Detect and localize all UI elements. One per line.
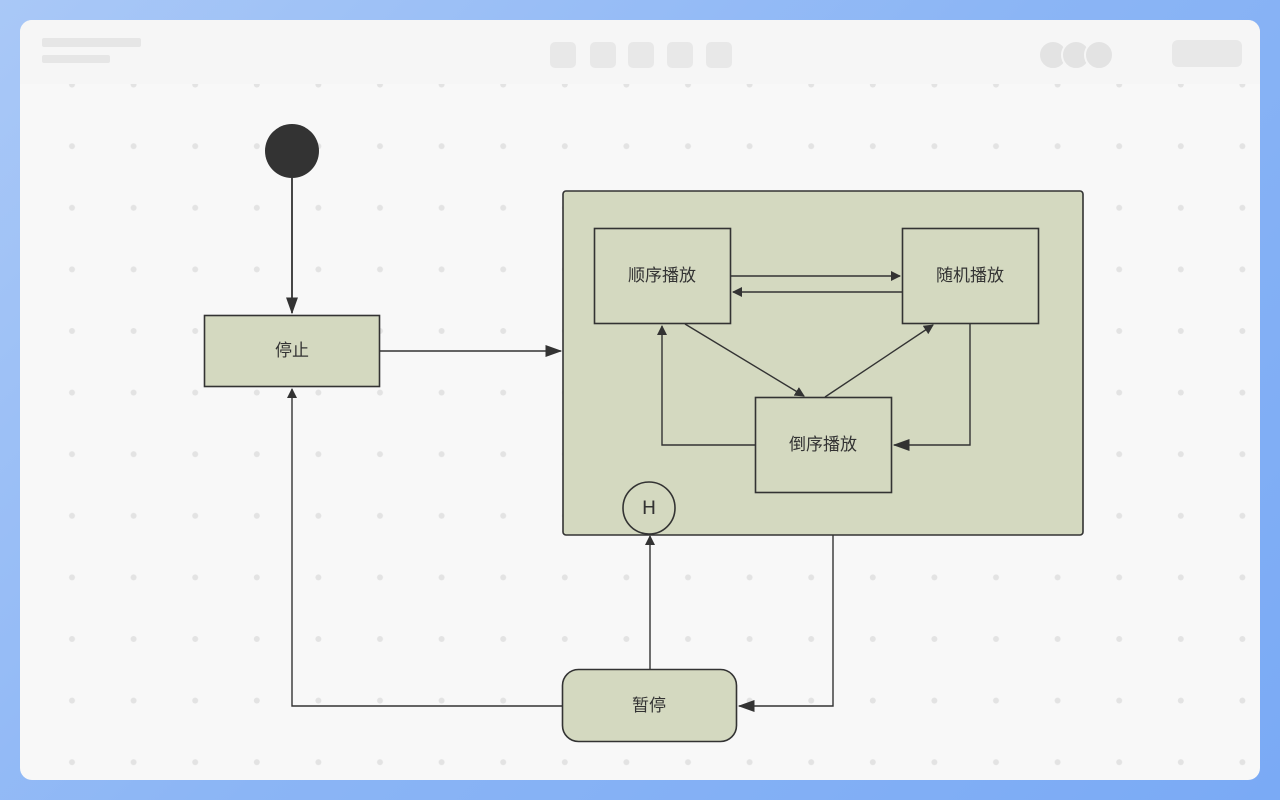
history-state-label: H [642, 497, 656, 519]
initial-node[interactable] [265, 124, 319, 178]
tool-button-4[interactable] [667, 42, 693, 68]
state-sequential[interactable]: 顺序播放 [593, 227, 732, 325]
state-pause[interactable]: 暂停 [561, 668, 738, 743]
transition-sequential-to-reverse[interactable] [684, 323, 805, 397]
share-button[interactable] [1172, 40, 1242, 67]
state-random[interactable]: 随机播放 [901, 227, 1040, 325]
app-window: 停止 顺序播放 随机播放 倒序播放 [20, 20, 1260, 780]
tool-button-1[interactable] [550, 42, 576, 68]
tool-button-5[interactable] [706, 42, 732, 68]
state-pause-label: 暂停 [632, 696, 666, 716]
tool-button-2[interactable] [590, 42, 616, 68]
subtitle-placeholder [42, 55, 110, 63]
title-placeholder [42, 38, 141, 47]
diagram-canvas[interactable]: 停止 顺序播放 随机播放 倒序播放 [20, 20, 1260, 780]
transition-reverse-to-random[interactable] [824, 324, 934, 398]
history-state[interactable]: H [622, 481, 676, 535]
transition-reverse-to-sequential[interactable] [657, 325, 755, 446]
tool-button-3[interactable] [628, 42, 654, 68]
state-stop[interactable]: 停止 [203, 314, 381, 388]
state-reverse[interactable]: 倒序播放 [754, 396, 893, 494]
state-random-label: 随机播放 [936, 266, 1004, 286]
state-sequential-label: 顺序播放 [628, 266, 696, 286]
transition-playing-to-pause[interactable] [737, 535, 834, 712]
toolbar [20, 20, 1260, 84]
transition-pause-to-stop[interactable] [287, 388, 562, 707]
transition-random-to-reverse[interactable] [892, 324, 971, 451]
state-reverse-label: 倒序播放 [789, 435, 857, 455]
avatar[interactable] [1084, 40, 1114, 70]
state-stop-label: 停止 [275, 341, 309, 361]
